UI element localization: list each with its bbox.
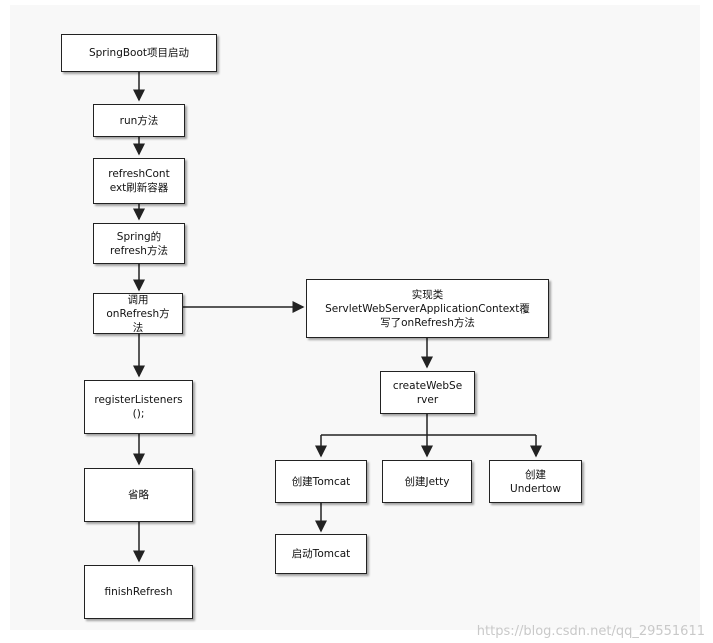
node-finish-refresh: finishRefresh — [84, 565, 193, 619]
node-start-tomcat: 启动Tomcat — [275, 534, 367, 574]
node-run: run方法 — [93, 104, 185, 137]
node-create-web-server: createWebSe rver — [380, 371, 475, 414]
node-on-refresh: 调用 onRefresh方 法 — [93, 293, 183, 334]
node-undertow: 创建 Undertow — [489, 460, 582, 503]
node-impl: 实现类 ServletWebServerApplicationContext覆 … — [306, 279, 549, 338]
node-register-listeners: registerListeners (); — [84, 380, 193, 434]
node-jetty: 创建Jetty — [382, 460, 472, 503]
node-spring-refresh: Spring的 refresh方法 — [93, 223, 185, 264]
watermark: https://blog.csdn.net/qq_29551611 — [476, 624, 705, 639]
node-tomcat: 创建Tomcat — [275, 460, 367, 503]
node-refresh-context: refreshCont ext刷新容器 — [93, 158, 185, 204]
node-start: SpringBoot项目启动 — [61, 34, 217, 72]
node-omitted: 省略 — [84, 468, 193, 522]
